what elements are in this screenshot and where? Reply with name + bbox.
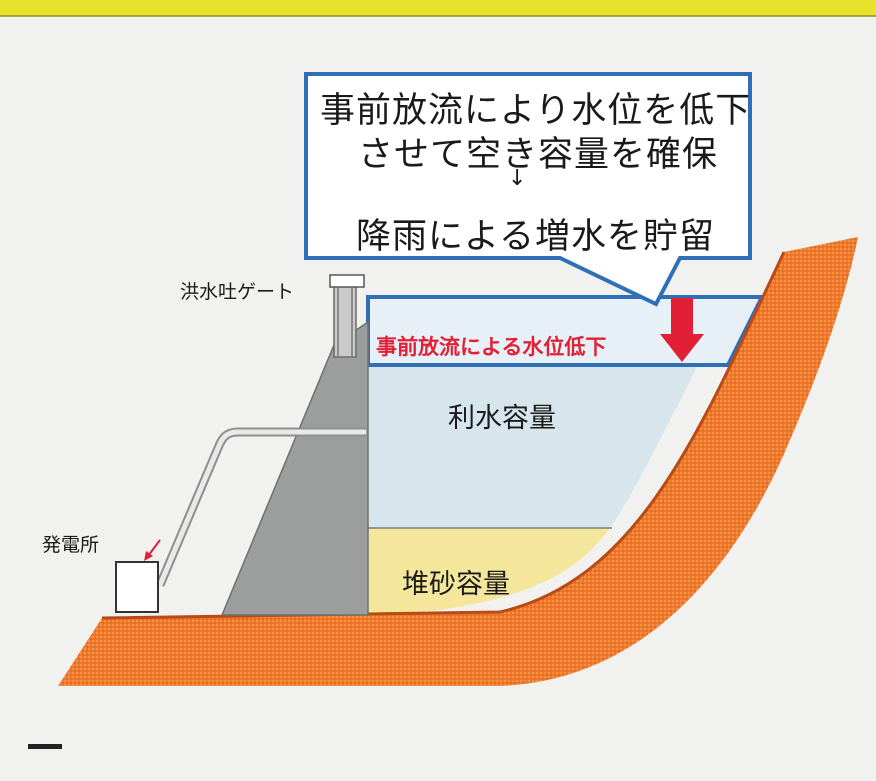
gate-label: 洪水吐ゲート [180, 281, 295, 303]
water-reservoir [368, 365, 698, 528]
callout-text-line3: 降雨による増水を貯留 [356, 217, 715, 257]
power-plant-box [115, 561, 159, 613]
drawdown-arrow [660, 298, 704, 362]
sediment-capacity-label: 堆砂容量 [402, 569, 510, 600]
water-capacity-label: 利水容量 [448, 403, 556, 434]
sediment-layer [368, 528, 610, 615]
top-banner [0, 0, 876, 16]
bedrock [58, 237, 858, 686]
callout-bubble [304, 72, 752, 307]
dam-body [220, 320, 369, 616]
power-plant-label: 発電所 [42, 534, 100, 556]
drawdown-label: 事前放流による水位低下 [376, 335, 607, 359]
callout-down-arrow-icon: ↓ [508, 166, 527, 191]
callout-text-line1: 事前放流により水位を低下 [320, 91, 752, 131]
footer-dash [28, 744, 62, 749]
callout-text-line2: させて空き容量を確保 [358, 135, 719, 175]
gate-top [329, 274, 365, 288]
